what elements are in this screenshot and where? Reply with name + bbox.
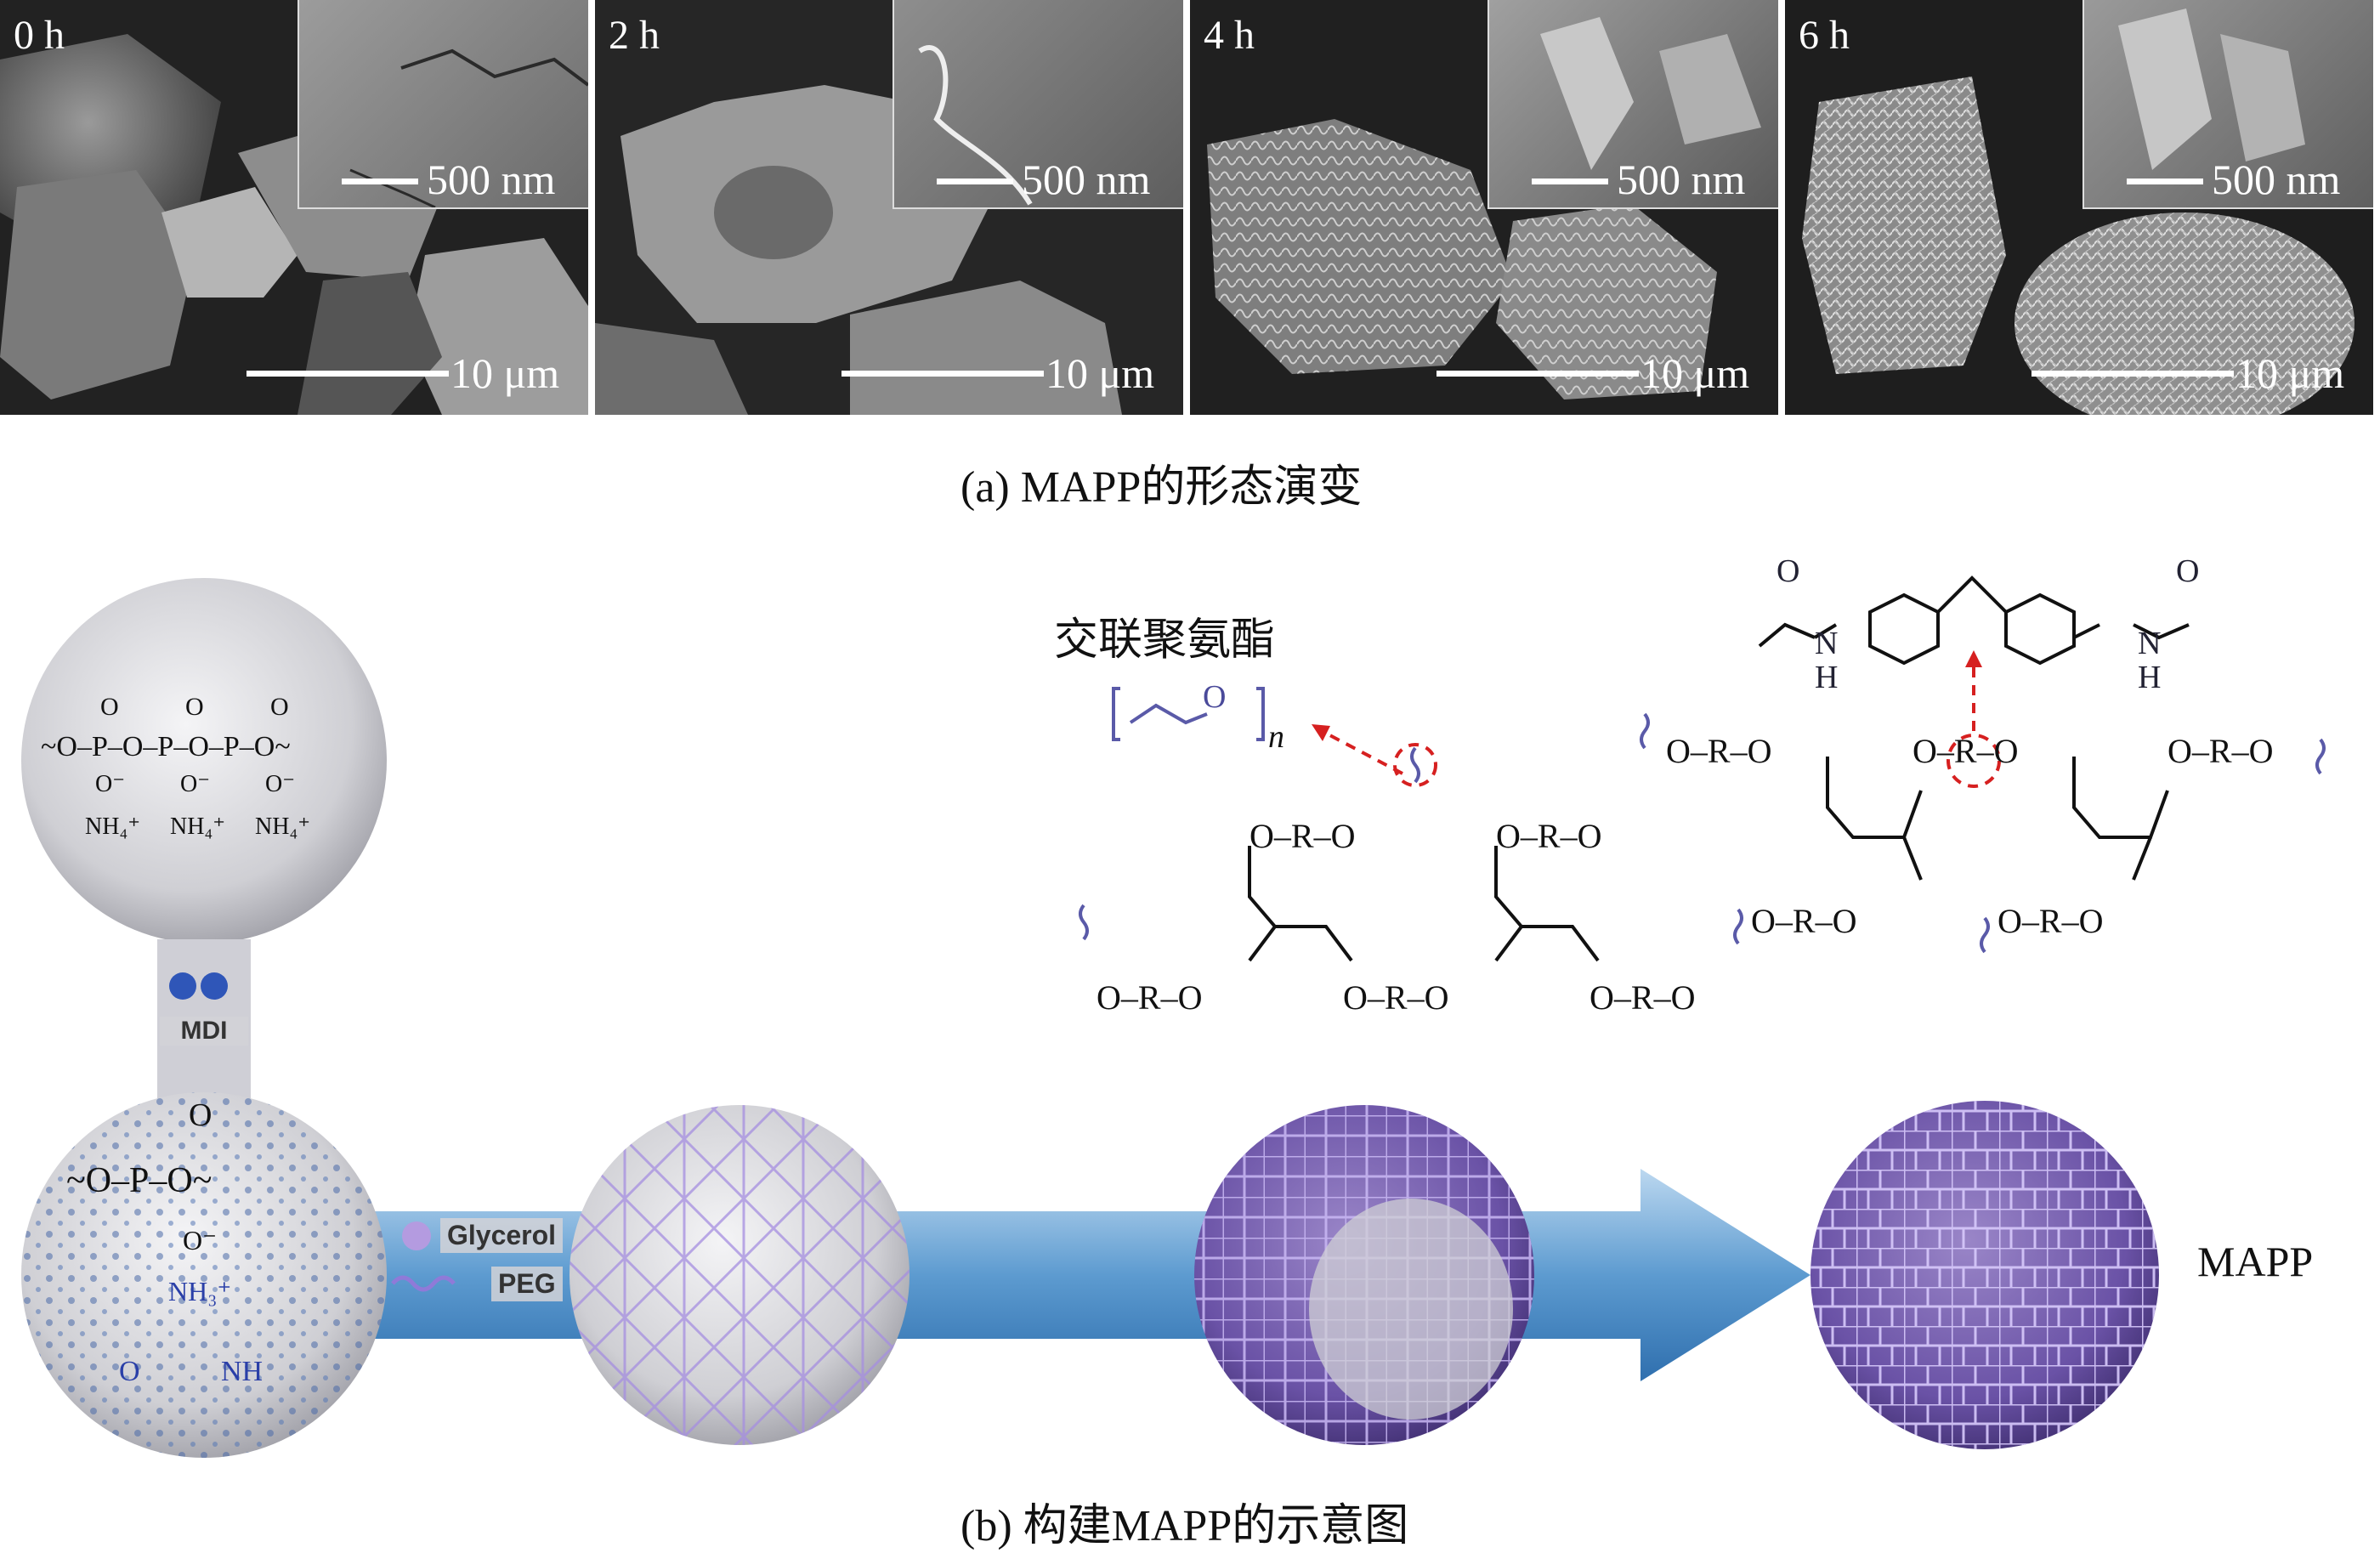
sem-panel-2h: 2 h 500 nm 10 μm xyxy=(595,0,1183,415)
mod-ammonium: NH₃⁺ xyxy=(168,1276,232,1306)
app-oxo: O xyxy=(270,693,289,721)
app-chain: ~O–P–O–P–O–P–O~ xyxy=(41,731,291,762)
mod-bottom: O⁻ xyxy=(183,1225,217,1255)
sem-inset-2h xyxy=(892,0,1183,209)
mdi-struct-o: O xyxy=(2176,553,2200,589)
red-callouts xyxy=(1321,667,2001,788)
inset-scale-bar xyxy=(1532,179,1608,184)
sem-panel-4h: 4 h 500 nm 10 μm xyxy=(1190,0,1778,415)
network-oro: O–R–O xyxy=(1343,978,1449,1017)
mapp-label: MAPP xyxy=(2197,1238,2314,1285)
time-label: 0 h xyxy=(14,13,65,58)
app-ammonium: NH₄⁺ xyxy=(255,813,310,840)
mdi-struct-n: N xyxy=(2138,626,2162,661)
sem-inset-4h xyxy=(1488,0,1778,209)
inset-scale-label: 500 nm xyxy=(427,156,556,203)
main-scale-bar xyxy=(1436,371,1639,377)
main-scale-bar xyxy=(842,371,1044,377)
legend-peg: PEG xyxy=(491,1267,563,1301)
glycerol-dot xyxy=(402,1221,431,1250)
sem-inset-6h xyxy=(2082,0,2373,209)
inset-scale-label: 500 nm xyxy=(1617,156,1746,203)
network-oro: O–R–O xyxy=(1666,732,1772,770)
network-oro: O–R–O xyxy=(1496,817,1602,855)
mdi-struct-h: H xyxy=(2138,660,2162,695)
app-ammonium: NH₄⁺ xyxy=(170,813,225,840)
app-sphere xyxy=(21,578,387,944)
network-oro: O–R–O xyxy=(1590,978,1696,1017)
inset-scale-label: 500 nm xyxy=(2212,156,2341,203)
main-scale-bar xyxy=(246,371,449,377)
time-label: 6 h xyxy=(1799,13,1850,58)
mod-top-o: O xyxy=(189,1097,212,1133)
main-scale-label: 10 μm xyxy=(1640,349,1750,397)
inset-scale-bar xyxy=(2127,179,2203,184)
time-label: 2 h xyxy=(609,13,660,58)
sem-panel-6h: 6 h 500 nm 10 μm xyxy=(1785,0,2373,415)
network-oro: O–R–O xyxy=(1998,902,2104,940)
peg-links xyxy=(1079,712,2326,954)
network-oro: O–R–O xyxy=(1912,732,2019,770)
main-scale-label: 10 μm xyxy=(1046,349,1155,397)
caption-b: (b) 构建MAPP的示意图 xyxy=(960,1502,1409,1550)
time-label: 4 h xyxy=(1204,13,1255,58)
app-oxide: O⁻ xyxy=(265,771,295,797)
main-scale-bar xyxy=(2032,371,2234,377)
mdi-struct-o: O xyxy=(1776,553,1800,589)
sem-panel-0h: 0 h 500 nm 10 μm xyxy=(0,0,588,415)
caption-a: (a) MAPP的形态演变 xyxy=(960,463,1363,512)
schematic-graphics xyxy=(21,575,2326,1458)
main-scale-label: 10 μm xyxy=(450,349,560,397)
sem-inset-0h xyxy=(298,0,588,209)
mdi-dot xyxy=(201,972,228,1000)
peg-repeat-n: n xyxy=(1268,719,1284,755)
app-ammonium: NH₄⁺ xyxy=(85,813,140,840)
app-oxide: O⁻ xyxy=(95,771,125,797)
mdi-label: MDI xyxy=(160,1017,248,1046)
network-oro: O–R–O xyxy=(1250,817,1356,855)
pu-network-bonds xyxy=(1248,575,2190,962)
app-oxo: O xyxy=(185,693,204,721)
network-oro: O–R–O xyxy=(1751,902,1857,940)
urea-nh: NH xyxy=(221,1356,264,1387)
peg-unit-bracket xyxy=(1112,687,1265,741)
peg-wave xyxy=(391,1275,456,1292)
network-oro: O–R–O xyxy=(1096,978,1203,1017)
mod-chain: ~O–P–O~ xyxy=(66,1161,212,1200)
app-oxide: O⁻ xyxy=(180,771,210,797)
mdi-struct-n: N xyxy=(1815,626,1839,661)
main-scale-label: 10 μm xyxy=(2236,349,2345,397)
peg-unit-o: O xyxy=(1203,679,1227,715)
network-oro: O–R–O xyxy=(2168,732,2274,770)
legend-glycerol: Glycerol xyxy=(440,1218,564,1253)
mdi-struct-h: H xyxy=(1815,660,1839,695)
mdi-dot xyxy=(169,972,196,1000)
urea-o: O xyxy=(119,1356,140,1387)
inset-scale-bar xyxy=(937,179,1013,184)
app-oxo: O xyxy=(100,693,119,721)
pu-title: 交联聚氨酯 xyxy=(1054,615,1276,666)
inset-scale-bar xyxy=(342,179,418,184)
inset-scale-label: 500 nm xyxy=(1022,156,1151,203)
